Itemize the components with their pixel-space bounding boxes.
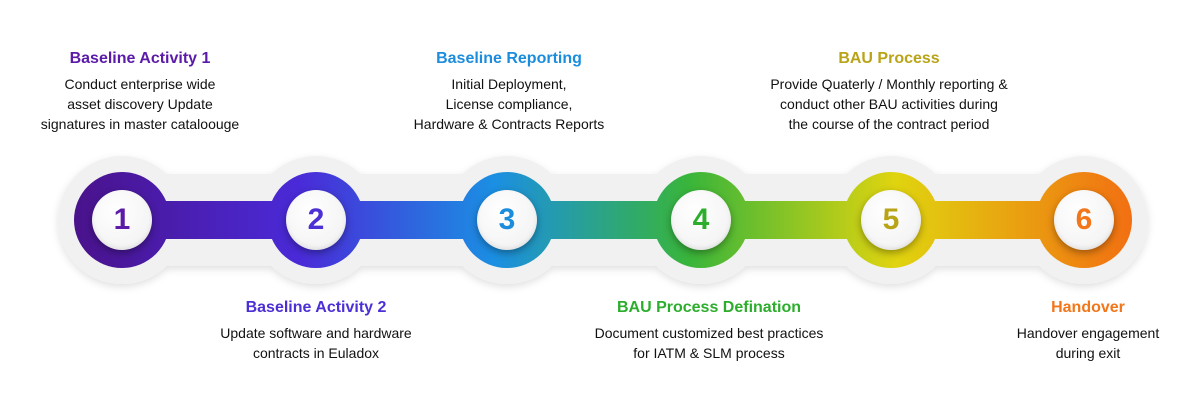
step-number-badge-5: 5 (861, 190, 921, 250)
step-description-line: contracts in Euladox (252, 345, 380, 361)
step-description-line: conduct other BAU activities during (780, 96, 998, 112)
step-title-3: Baseline Reporting (436, 50, 582, 67)
step-description-line: the course of the contract period (788, 116, 990, 132)
step-caption-2: Baseline Activity 2 Update software and h… (166, 299, 466, 363)
step-number-badge-2: 2 (286, 190, 346, 250)
step-description-5: Provide Quaterly / Monthly reporting & co… (739, 74, 1039, 134)
step-description-line: Initial Deployment, (451, 76, 567, 92)
band-connector (122, 201, 1084, 239)
step-description-line: Document customized best practices (594, 325, 824, 341)
step-description-6: Handover engagement during exit (938, 323, 1200, 363)
step-caption-1: Baseline Activity 1 Conduct enterprise wi… (0, 50, 290, 134)
step-title-6: Handover (1051, 299, 1125, 316)
step-description-3: Initial Deployment, License compliance, Ha… (359, 74, 659, 134)
step-title-5: BAU Process (838, 50, 940, 67)
step-title-1: Baseline Activity 1 (69, 50, 211, 67)
step-title-4: BAU Process Defination (616, 299, 802, 316)
step-number-badge-4: 4 (671, 190, 731, 250)
step-description-4: Document customized best practices for IA… (559, 323, 859, 363)
step-description-2: Update software and hardware contracts in… (166, 323, 466, 363)
step-description-line: for IATM & SLM process (633, 345, 785, 361)
step-description-line: Hardware & Contracts Reports (413, 116, 605, 132)
step-description-1: Conduct enterprise wide asset discovery U… (0, 74, 290, 134)
step-description-line: Provide Quaterly / Monthly reporting & (770, 76, 1008, 92)
step-description-line: during exit (1055, 345, 1121, 361)
step-description-line: Update software and hardware (220, 325, 412, 341)
step-description-line: signatures in master cataloouge (40, 116, 240, 132)
step-number-badge-3: 3 (477, 190, 537, 250)
step-description-line: Handover engagement (1016, 325, 1160, 341)
step-description-line: License compliance, (445, 96, 573, 112)
step-description-line: Conduct enterprise wide (64, 76, 216, 92)
step-title-2: Baseline Activity 2 (245, 299, 387, 316)
step-number-badge-6: 6 (1054, 190, 1114, 250)
step-number-badge-1: 1 (92, 190, 152, 250)
step-description-line: asset discovery Update (67, 96, 213, 112)
